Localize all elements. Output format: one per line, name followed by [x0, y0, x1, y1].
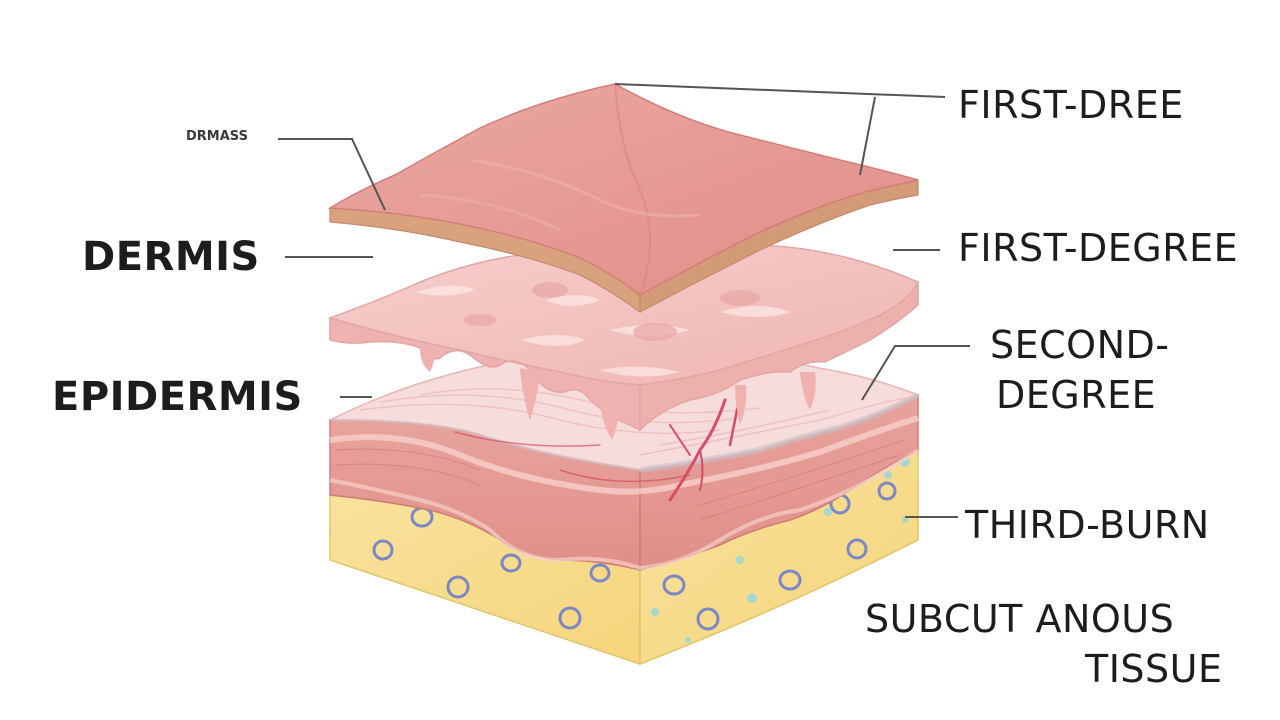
blood-vessels — [454, 393, 742, 502]
first-dree-label: FIRST-DREE — [958, 83, 1184, 127]
top-left-small-label: DRMASS — [186, 129, 248, 144]
subcutaneous-label-line1: SUBCUT ANOUS — [865, 597, 1175, 641]
dermis-band — [329, 393, 920, 571]
second-degree-label-line2: DEGREE — [996, 373, 1157, 417]
subcutaneous-label-line2: TISSUE — [1085, 647, 1223, 691]
middle-layer-right-face — [639, 281, 919, 432]
second-degree-label-line1: SECOND- — [990, 323, 1170, 367]
fat-cells — [372, 481, 897, 631]
subcutaneous-fat-block — [329, 448, 919, 666]
leader-lines — [278, 83, 970, 518]
third-burn-label: THIRD-BURN — [965, 503, 1210, 547]
middle-layer — [327, 244, 919, 440]
top-layer — [327, 83, 919, 314]
dermis-label: DERMIS — [82, 234, 260, 280]
first-degree-label: FIRST-DEGREE — [958, 226, 1239, 270]
top-layer-top-face — [327, 83, 919, 296]
fat-accents — [651, 457, 910, 643]
epidermis-label: EPIDERMIS — [52, 374, 303, 420]
